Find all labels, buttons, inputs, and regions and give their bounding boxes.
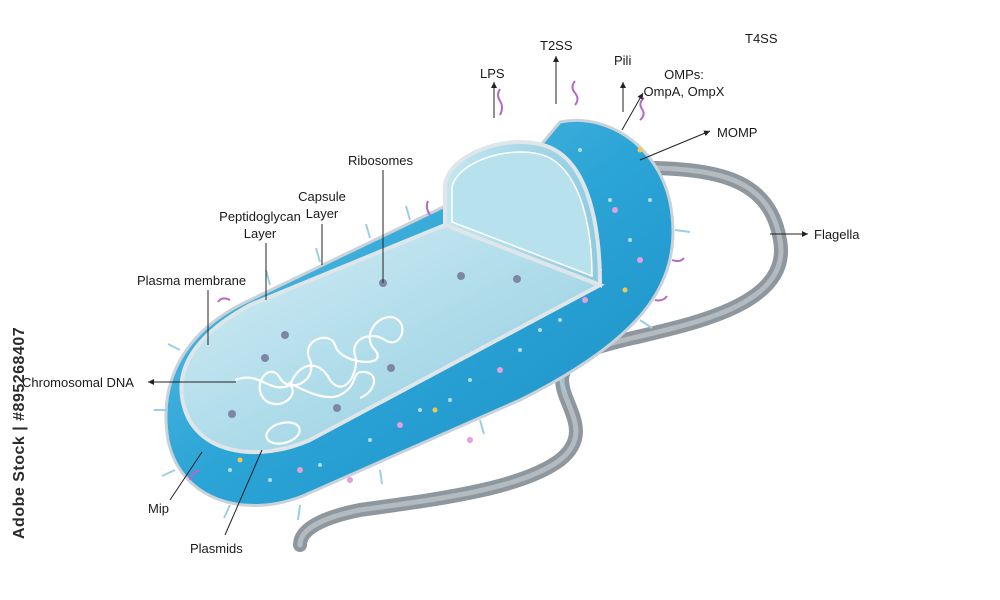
label-pili: Pili (614, 53, 632, 68)
chromosomal-dna (234, 315, 404, 445)
label-peptidoglycan-line1: Peptidoglycan (219, 209, 301, 224)
surface-spikes (154, 205, 691, 521)
label-t2ss: T2SS (540, 38, 573, 53)
label-omps: OMPs: OmpA, OmpX (636, 66, 732, 100)
label-peptidoglycan-layer: Peptidoglycan Layer (212, 208, 308, 242)
label-capsule-line2: Layer (305, 206, 339, 221)
label-capsule-line1: Capsule (298, 189, 346, 204)
cell-interior (179, 140, 605, 455)
label-flagella: Flagella (814, 227, 860, 242)
label-ribosomes: Ribosomes (348, 153, 414, 168)
leader-lines (148, 56, 808, 536)
label-lps: LPS (480, 66, 505, 81)
pili (189, 80, 685, 481)
label-capsule-layer: Capsule Layer (290, 188, 354, 222)
label-peptidoglycan-line2: Layer (243, 226, 277, 241)
label-mip: Mip (148, 501, 169, 516)
label-omps-line2: OmpA, OmpX (643, 84, 725, 99)
label-plasmids: Plasmids (190, 541, 243, 556)
label-omps-line1: OMPs: (664, 67, 704, 82)
label-t4ss: T4SS (745, 31, 778, 46)
label-chromosomal-dna: Chromosomal DNA (22, 375, 134, 390)
ribosomes (228, 272, 521, 418)
label-momp: MOMP (717, 125, 758, 140)
stock-id-watermark: Adobe Stock | #895268407 (11, 326, 28, 539)
label-plasma-membrane: Plasma membrane (137, 273, 247, 288)
